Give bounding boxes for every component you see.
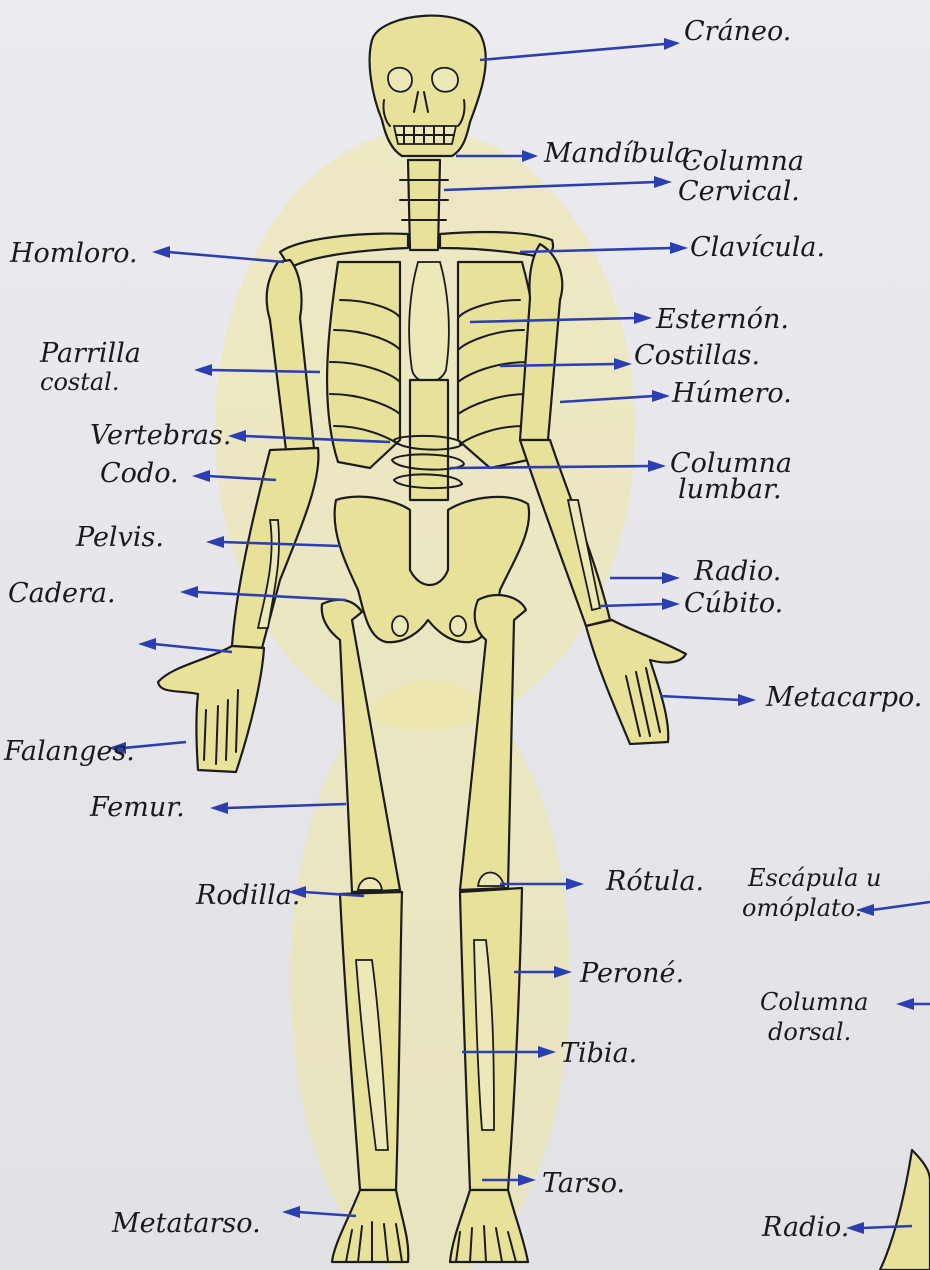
label-hombro: Homloro. bbox=[9, 238, 138, 269]
label-parrilla-2: costal. bbox=[40, 368, 119, 396]
label-columna-cervical-1: Columna bbox=[682, 146, 804, 177]
eye-socket-left bbox=[388, 68, 412, 92]
label-radio-2: Radio. bbox=[761, 1212, 849, 1243]
label-perone: Peroné. bbox=[579, 958, 684, 989]
label-femur: Femur. bbox=[89, 792, 185, 823]
label-rodilla: Rodilla. bbox=[195, 880, 300, 911]
label-esternon: Esternón. bbox=[655, 304, 789, 335]
label-vertebras: Vertebras. bbox=[90, 420, 231, 451]
label-metatarso: Metatarso. bbox=[111, 1208, 261, 1239]
obturator-right bbox=[450, 616, 466, 636]
label-cadera: Cadera. bbox=[8, 578, 116, 609]
label-rotula: Rótula. bbox=[605, 866, 704, 897]
label-parrilla-1: Parrilla bbox=[39, 338, 141, 369]
label-humero: Húmero. bbox=[671, 378, 792, 409]
label-craneo: Cráneo. bbox=[684, 16, 791, 47]
eye-socket-right bbox=[432, 68, 458, 92]
label-costillas: Costillas. bbox=[634, 340, 760, 371]
cervical-column bbox=[408, 160, 440, 250]
label-tibia: Tibia. bbox=[560, 1038, 637, 1069]
obturator-left bbox=[392, 616, 408, 636]
lumbar-column bbox=[410, 380, 448, 500]
label-columna-lumbar-2: lumbar. bbox=[678, 474, 782, 505]
label-mandibula: Mandíbula. bbox=[543, 138, 699, 169]
label-columna-cervical-2: Cervical. bbox=[678, 176, 800, 207]
sternum bbox=[409, 262, 449, 382]
label-radio: Radio. bbox=[693, 556, 781, 587]
unlabeled-arrow bbox=[154, 644, 232, 652]
partial-skeleton-corner bbox=[880, 1150, 930, 1270]
label-clavicula: Clavícula. bbox=[690, 232, 825, 263]
label-columna-dorsal-1: Columna bbox=[760, 988, 868, 1016]
label-metacarpo: Metacarpo. bbox=[765, 682, 922, 713]
label-cubito: Cúbito. bbox=[684, 588, 783, 619]
label-escapula-1: Escápula u bbox=[747, 864, 881, 892]
hand-right bbox=[586, 620, 686, 744]
label-escapula-2: omóplato. bbox=[742, 894, 862, 922]
label-tarso: Tarso. bbox=[542, 1168, 625, 1199]
label-columna-dorsal-2: dorsal. bbox=[768, 1018, 851, 1046]
label-pelvis: Pelvis. bbox=[75, 522, 164, 553]
label-codo: Codo. bbox=[100, 458, 179, 489]
hand-left bbox=[158, 646, 264, 772]
label-falanges: Falanges. bbox=[3, 736, 135, 767]
